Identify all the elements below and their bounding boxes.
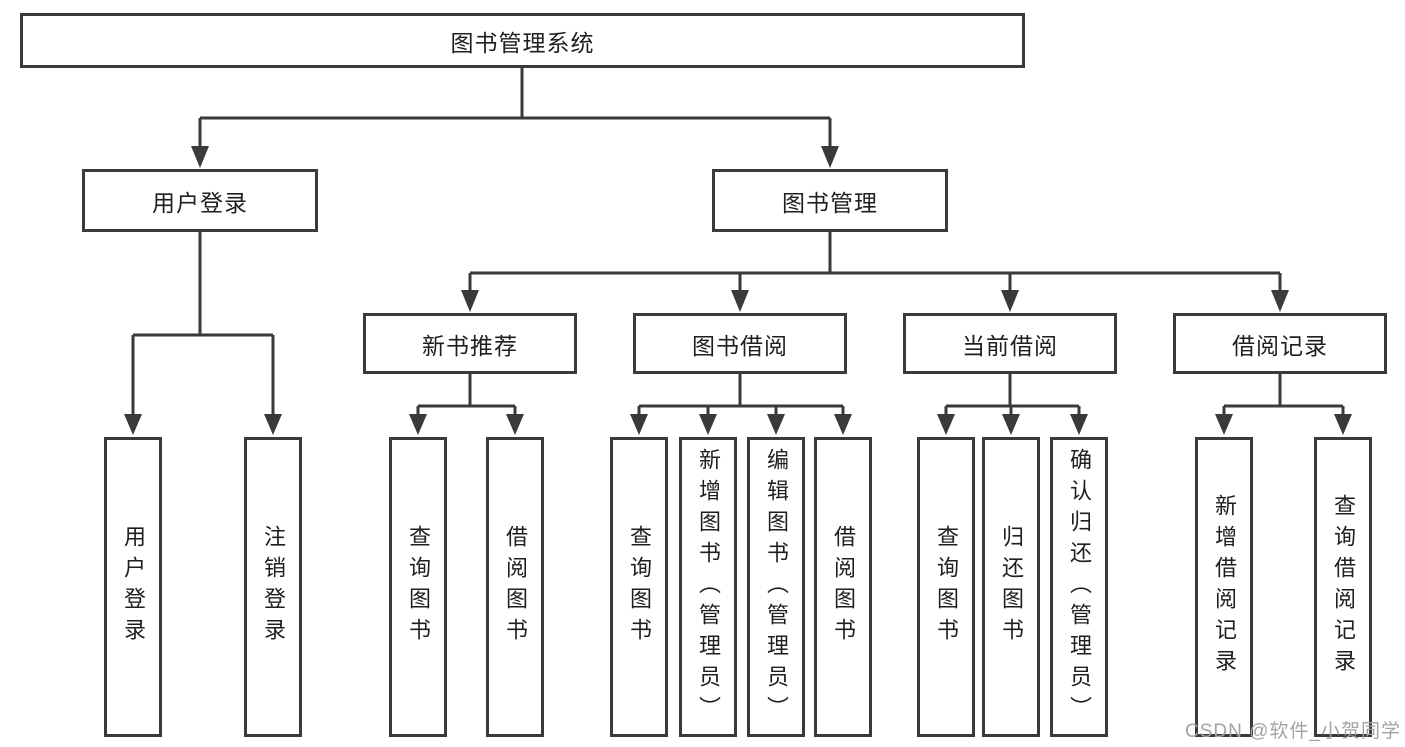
csdn-watermark: CSDN @软件_小贺同学 — [1185, 721, 1401, 742]
leaf-edit-books-admin-label: 编辑图书（管理员） — [764, 447, 789, 727]
connector-root-to-level2 — [191, 68, 839, 168]
node-book-management: 图书管理 — [712, 169, 948, 232]
leaf-query-books-3-label: 查询图书 — [934, 525, 959, 649]
connector-current-to-leaves — [937, 374, 1088, 435]
node-borrow-records-label: 借阅记录 — [1232, 332, 1328, 359]
connector-userlogin-to-leaves — [124, 232, 282, 435]
leaf-return-books-label: 归还图书 — [999, 525, 1024, 649]
leaf-borrow-books-1-label: 借阅图书 — [503, 525, 528, 649]
leaf-user-login-label: 用户登录 — [121, 525, 146, 649]
node-current-borrow-label: 当前借阅 — [962, 332, 1058, 359]
node-root: 图书管理系统 — [20, 13, 1025, 68]
leaf-query-books-1-label: 查询图书 — [406, 525, 431, 649]
leaf-query-books-1: 查询图书 — [389, 437, 447, 737]
leaf-confirm-return-admin: 确认归还（管理员） — [1050, 437, 1108, 737]
leaf-add-borrow-record-label: 新增借阅记录 — [1212, 494, 1237, 680]
leaf-query-borrow-record-label: 查询借阅记录 — [1331, 494, 1356, 680]
leaf-logout: 注销登录 — [244, 437, 302, 737]
leaf-return-books: 归还图书 — [982, 437, 1040, 737]
leaf-add-books-admin: 新增图书（管理员） — [679, 437, 737, 737]
node-root-label: 图书管理系统 — [450, 29, 595, 56]
leaf-confirm-return-admin-label: 确认归还（管理员） — [1067, 447, 1092, 727]
leaf-logout-label: 注销登录 — [261, 525, 286, 649]
node-book-borrow-label: 图书借阅 — [692, 332, 788, 359]
node-book-borrow: 图书借阅 — [633, 313, 847, 374]
leaf-edit-books-admin: 编辑图书（管理员） — [747, 437, 805, 737]
leaf-borrow-books-2-label: 借阅图书 — [831, 525, 856, 649]
leaf-query-books-2: 查询图书 — [610, 437, 668, 737]
leaf-query-borrow-record: 查询借阅记录 — [1314, 437, 1372, 737]
node-current-borrow: 当前借阅 — [903, 313, 1117, 374]
leaf-query-books-2-label: 查询图书 — [627, 525, 652, 649]
connector-records-to-leaves — [1215, 374, 1352, 435]
leaf-add-borrow-record: 新增借阅记录 — [1195, 437, 1253, 737]
node-user-login: 用户登录 — [82, 169, 318, 232]
leaf-query-books-3: 查询图书 — [917, 437, 975, 737]
connector-newbooks-to-leaves — [409, 374, 524, 435]
node-borrow-records: 借阅记录 — [1173, 313, 1387, 374]
leaf-borrow-books-1: 借阅图书 — [486, 437, 544, 737]
leaf-add-books-admin-label: 新增图书（管理员） — [696, 447, 721, 727]
leaf-user-login: 用户登录 — [104, 437, 162, 737]
node-new-book-recommend-label: 新书推荐 — [422, 332, 518, 359]
connector-borrowing-to-leaves — [630, 374, 852, 435]
node-new-book-recommend: 新书推荐 — [363, 313, 577, 374]
node-book-management-label: 图书管理 — [782, 189, 878, 216]
leaf-borrow-books-2: 借阅图书 — [814, 437, 872, 737]
connector-bookmgmt-to-level3 — [461, 232, 1289, 312]
node-user-login-label: 用户登录 — [152, 189, 248, 216]
